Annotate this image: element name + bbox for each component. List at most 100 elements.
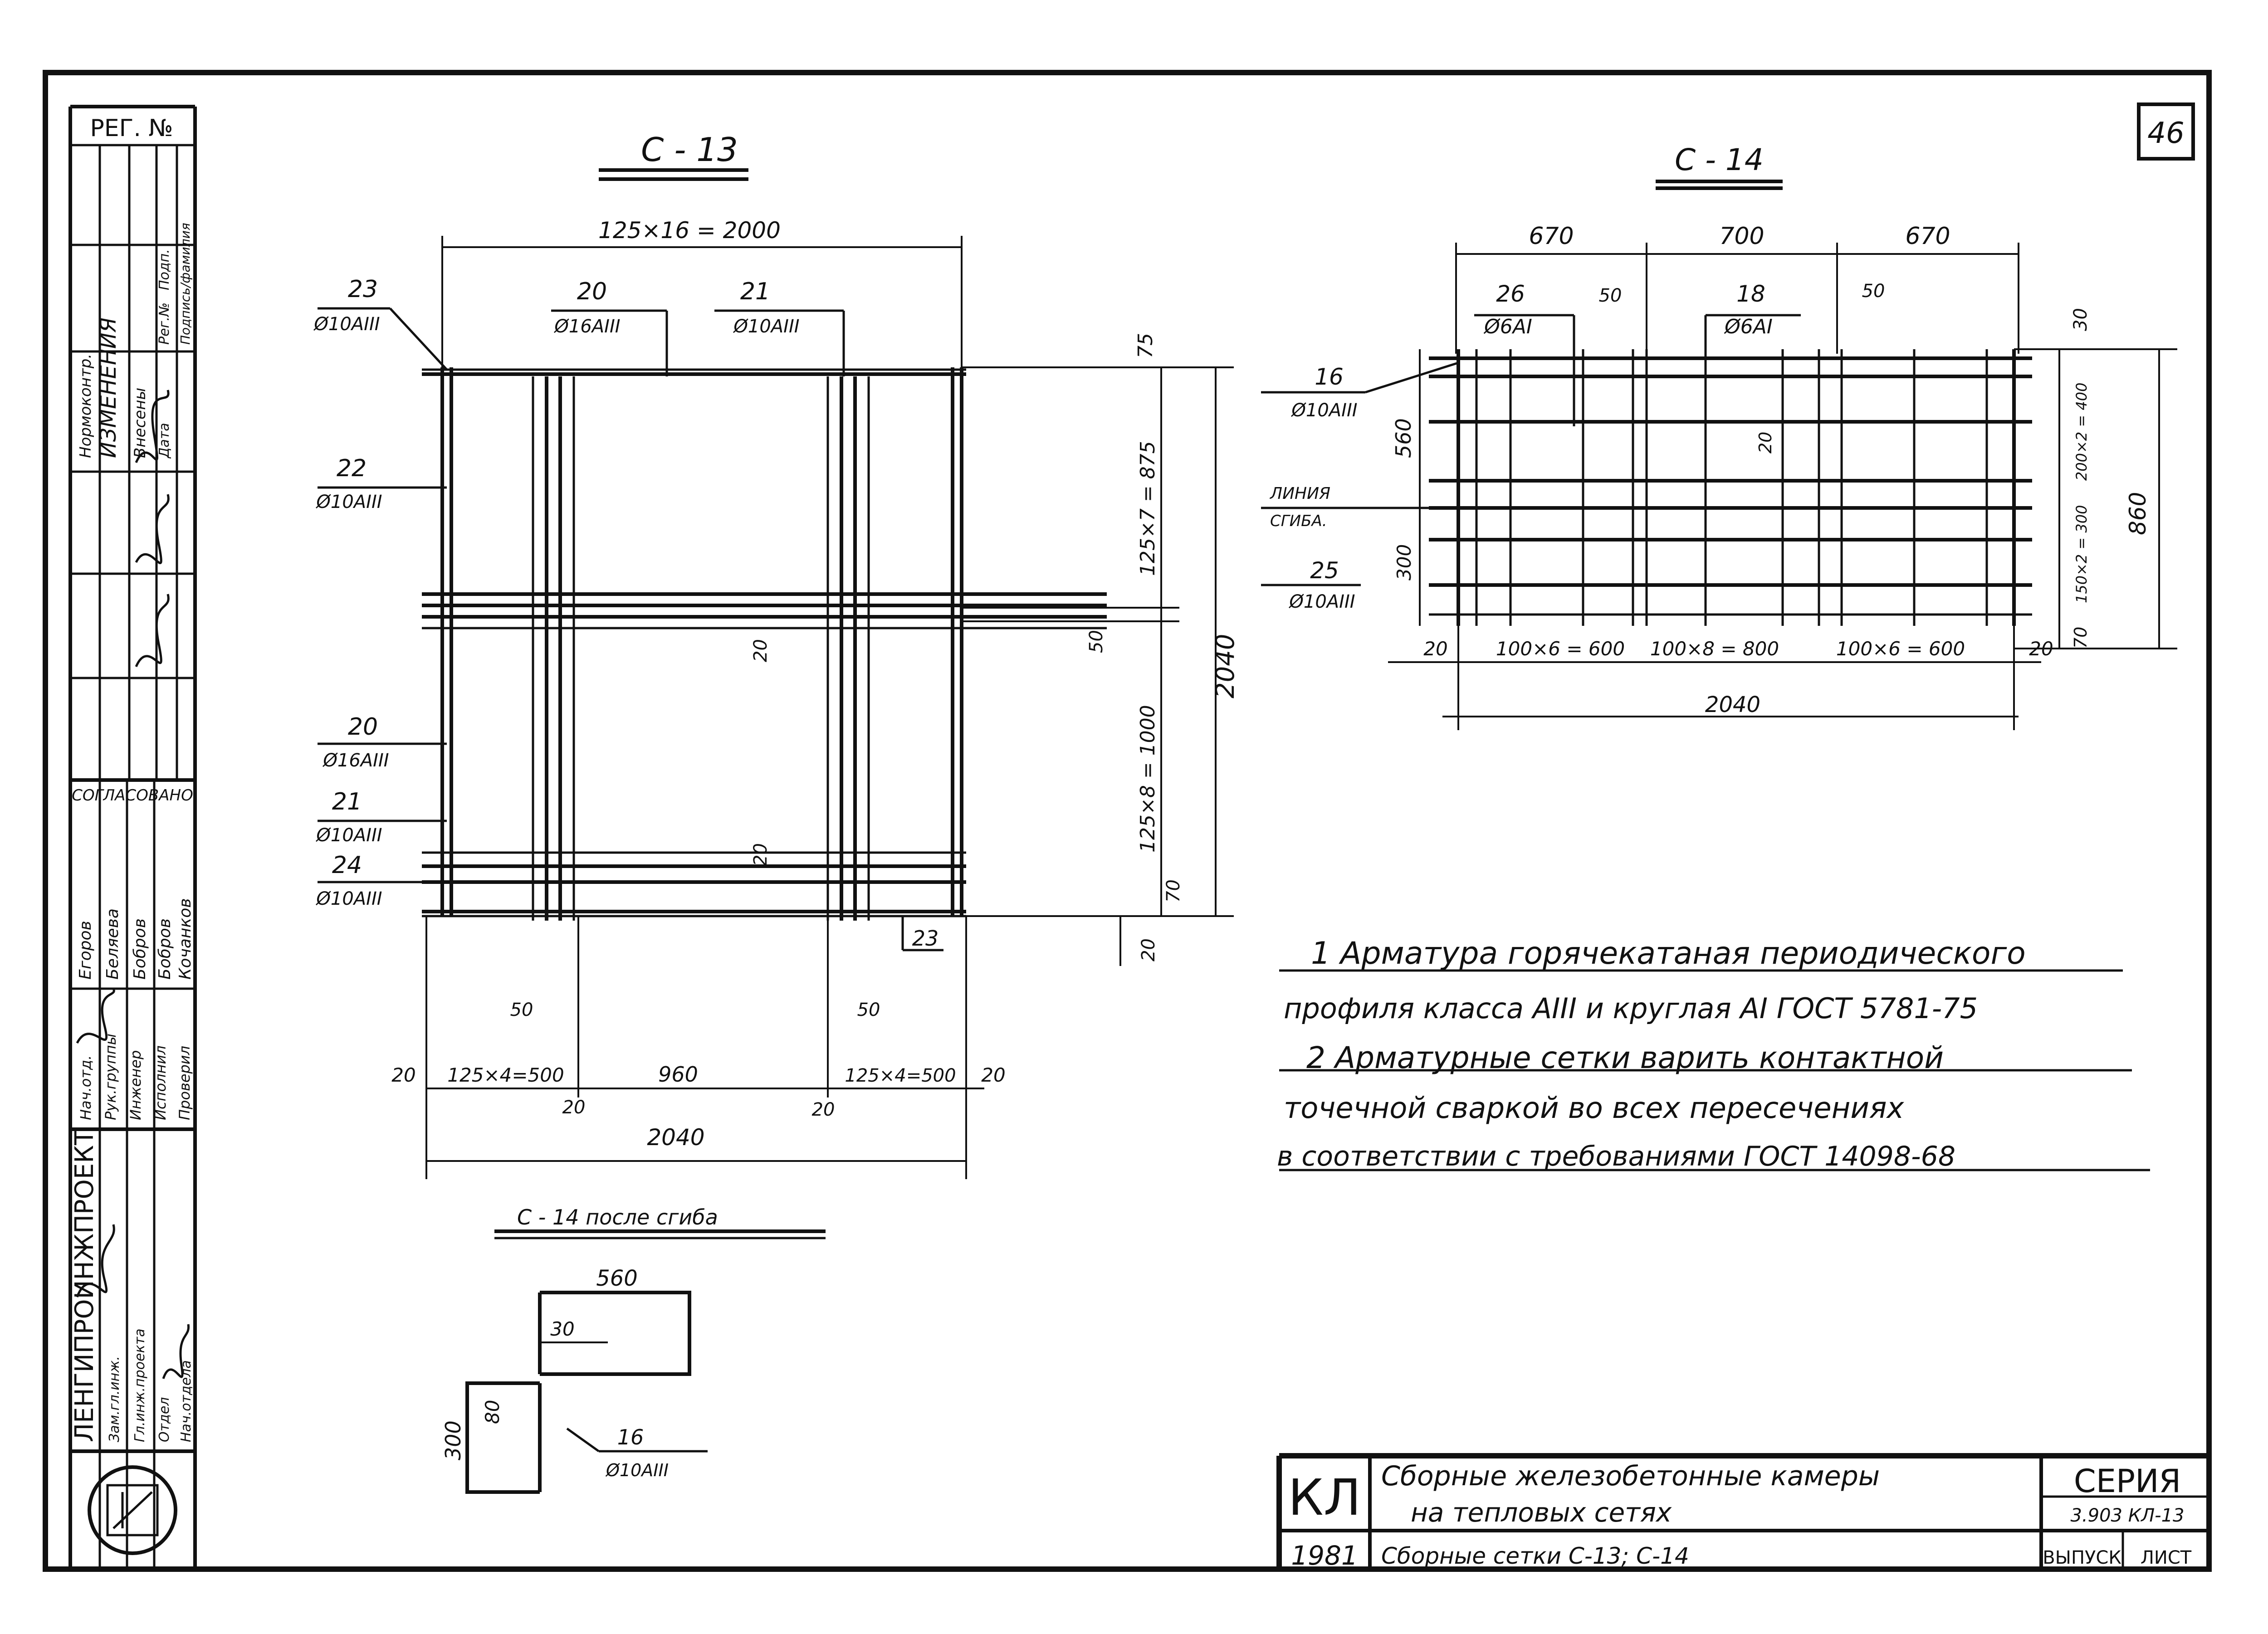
changes-header: ИЗМЕНЕНИЯ — [96, 317, 121, 458]
c14-bend-line-2: СГИБА. — [1270, 512, 1327, 530]
c14-bent-30: 30 — [550, 1318, 574, 1340]
tb-title-1: Сборные железобетонные камеры — [1381, 1460, 1880, 1492]
tb-code: КЛ — [1288, 1468, 1361, 1527]
c13-spec-23: Ø10АIII — [313, 314, 380, 335]
c13-title: С - 13 — [641, 131, 738, 169]
c14-bottom-600a: 100×6 = 600 — [1496, 638, 1625, 660]
c13-label-22: 22 — [337, 455, 367, 482]
note-line-5: в соответствии с требованиями ГОСТ 14098… — [1277, 1141, 1955, 1172]
c13-bottom-500b: 125×4=500 — [845, 1065, 956, 1086]
c14-right-30: 30 — [2070, 308, 2091, 331]
c13-label-21b: 21 — [332, 788, 362, 815]
c14-bottom-600b: 100×6 = 600 — [1836, 638, 1965, 660]
title-block: КЛ Сборные железобетонные камеры на тепл… — [1276, 1453, 2209, 1571]
signature-2 — [135, 494, 170, 564]
c14-spec-26: Ø6АI — [1483, 315, 1532, 338]
c14-top-700: 700 — [1719, 223, 1764, 250]
c13-spec-21: Ø10АIII — [733, 316, 799, 337]
c14-bottom-20a: 20 — [1423, 638, 1447, 660]
signature-6 — [162, 1324, 190, 1379]
agreed-name-2: Беляева — [103, 908, 122, 980]
c14-left-300: 300 — [1393, 544, 1415, 580]
tb-row2-text: Сборные сетки С-13; С-14 — [1381, 1543, 1689, 1569]
tb-sheet-label: ЛИСТ — [2141, 1547, 2192, 1568]
role-3: Инженер — [127, 1050, 144, 1120]
note-line-2: профиля класса АIII и круглая АI ГОСТ 57… — [1284, 992, 1978, 1025]
c13-right-20: 20 — [1138, 938, 1159, 961]
c14-bent-560: 560 — [596, 1266, 638, 1291]
note-line-4: точечной сваркой во всех пересечениях — [1284, 1092, 1905, 1125]
org-row-4: Нач.отдела — [178, 1360, 194, 1442]
tb-title-2: на тепловых сетях — [1411, 1497, 1672, 1528]
c14-bent-300: 300 — [441, 1420, 465, 1460]
role-2: Рук.группы — [102, 1034, 119, 1120]
c14-right-860: 860 — [2125, 492, 2151, 535]
c13-bottom-50a: 50 — [510, 1000, 533, 1020]
org-row-3: Отдел — [156, 1397, 172, 1442]
c13-bottom-20a: 20 — [391, 1064, 415, 1086]
c13-right-75: 75 — [1134, 333, 1157, 358]
c13-inner-20a: 20 — [750, 639, 771, 662]
c14-bent-spec: Ø10АIII — [605, 1460, 669, 1480]
c13-label-20: 20 — [577, 278, 607, 305]
c14-top-670a: 670 — [1529, 223, 1574, 250]
c13-label-20b: 20 — [348, 713, 378, 741]
org-row-2: Гл.инж.проекта — [132, 1328, 148, 1442]
c14-label-50a: 50 — [1599, 285, 1622, 306]
org-row-1: Зам.гл.инж. — [107, 1356, 122, 1442]
c13-bottom-50b: 50 — [857, 1000, 880, 1020]
c14-spec-25: Ø10АIII — [1288, 591, 1355, 612]
role-5: Проверил — [176, 1046, 193, 1120]
c13-spec-22: Ø10АIII — [315, 492, 382, 512]
c13-right-875: 125×7 = 875 — [1136, 441, 1159, 576]
c13-bottom-20d: 20 — [812, 1099, 835, 1120]
c13-bottom-20b: 20 — [981, 1064, 1005, 1086]
c13-spec-21b: Ø10АIII — [315, 825, 382, 846]
reg-label: РЕГ. № — [90, 115, 173, 142]
c13-drawing: С - 13 125×16 = 2000 — [313, 131, 1240, 1179]
c14-drawing: С - 14 670 700 670 — [1261, 142, 2177, 730]
c14-spec-18: Ø6АI — [1724, 315, 1773, 338]
agreed-name-3: Бобров — [131, 918, 149, 980]
signature-5 — [76, 1224, 115, 1297]
c13-bottom-2040: 2040 — [647, 1124, 704, 1151]
notes: 1 Арматура горячекатаная периодического … — [1277, 936, 2150, 1172]
c14-bent-80: 80 — [481, 1400, 503, 1424]
c14-label-26: 26 — [1496, 281, 1525, 307]
agreed-name-4: Бобров — [156, 918, 174, 980]
c13-spec-20: Ø16АIII — [553, 316, 620, 337]
c14-right-70: 70 — [2071, 627, 2091, 649]
c14-bent-title: С - 14 после сгиба — [517, 1205, 718, 1229]
tb-series-value: 3.903 КЛ-13 — [2070, 1505, 2184, 1526]
c13-right-1000: 125×8 = 1000 — [1136, 705, 1159, 853]
c14-left-560: 560 — [1391, 418, 1416, 458]
c13-right-70: 70 — [1163, 879, 1184, 902]
c14-top-670b: 670 — [1905, 223, 1950, 250]
c14-spec-16: Ø10АIII — [1290, 400, 1357, 421]
tb-issue-label: ВЫПУСК — [2043, 1547, 2121, 1568]
c14-right-400: 200×2 = 400 — [2073, 383, 2090, 481]
agreed-label: СОГЛАСОВАНО — [72, 786, 193, 805]
c14-bottom-2040: 2040 — [1705, 692, 1760, 717]
c13-inner-20b: 20 — [750, 843, 771, 866]
c13-right-50: 50 — [1086, 630, 1107, 653]
change-col-2: Внесены — [131, 388, 149, 458]
c14-label-16: 16 — [1315, 364, 1344, 390]
c14-title: С - 14 — [1675, 142, 1764, 177]
c14-label-18: 18 — [1736, 281, 1765, 307]
c14-bend-line-1: ЛИНИЯ — [1269, 484, 1330, 503]
c14-right-300: 150×2 = 300 — [2073, 505, 2090, 603]
role-1: Нач.отд. — [77, 1055, 94, 1120]
c13-bottom-500a: 125×4=500 — [447, 1064, 564, 1086]
c14-label-50b: 50 — [1862, 281, 1885, 302]
role-4: Исполнил — [152, 1045, 169, 1120]
c14-label-25: 25 — [1310, 557, 1339, 584]
note-line-1: 1 Арматура горячекатаная периодического — [1311, 936, 2026, 971]
tb-series-label: СЕРИЯ — [2074, 1463, 2181, 1500]
change-col-4: Рег.№ — [156, 302, 172, 345]
c14-bottom-20b: 20 — [2029, 638, 2053, 660]
c13-bottom-960: 960 — [658, 1062, 698, 1087]
c13-right-2040: 2040 — [1211, 634, 1240, 698]
sheet-number: 46 — [2147, 117, 2184, 150]
